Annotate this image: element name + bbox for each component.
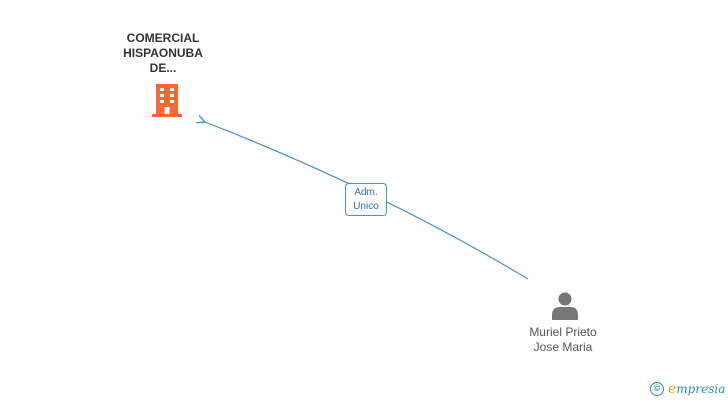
company-name-line-3: DE...: [149, 61, 177, 75]
logo-initial: e: [668, 381, 677, 397]
logo-rest: mpresia: [676, 382, 726, 396]
person-name[interactable]: Muriel Prieto Jose Maria: [503, 325, 623, 355]
brand-watermark: © empresia: [650, 380, 725, 398]
relation-label-line-2: Unico: [353, 201, 379, 212]
relation-label-line-1: Adm.: [354, 187, 378, 198]
person-name-line-1: Muriel Prieto: [529, 325, 597, 339]
company-name[interactable]: COMERCIAL HISPAONUBA DE...: [103, 31, 223, 76]
person-name-line-2: Jose Maria: [533, 340, 593, 354]
company-name-line-2: HISPAONUBA: [123, 46, 203, 60]
person-icon[interactable]: [550, 290, 580, 320]
copyright-icon: ©: [650, 382, 664, 396]
empresia-logo: empresia: [668, 381, 725, 397]
relation-label[interactable]: Adm. Unico: [345, 183, 387, 216]
company-name-line-1: COMERCIAL: [126, 31, 200, 45]
building-icon[interactable]: [150, 82, 184, 118]
